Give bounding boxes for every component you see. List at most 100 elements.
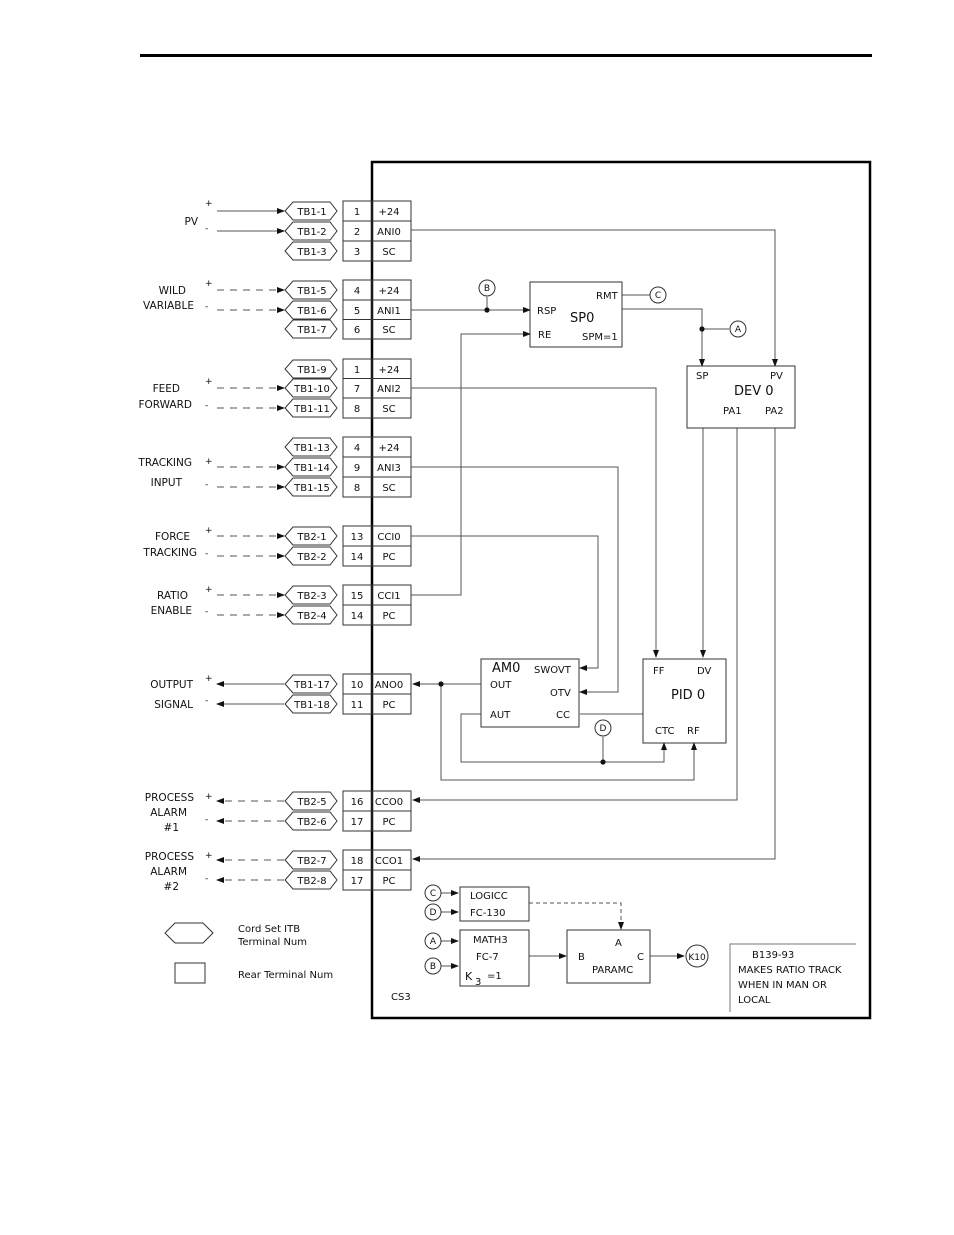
itb-terminal-label: TB1-9 [296, 365, 326, 376]
controller-frame [370, 160, 872, 1020]
dev0-pa1-port: PA1 [723, 406, 742, 417]
terminal-function-label: PC [382, 876, 395, 887]
math3-fc: FC-7 [476, 952, 499, 963]
rear-terminal-label: 1 [354, 207, 360, 218]
itb-terminal-hex [284, 300, 338, 320]
itb-terminal-label: TB1-2 [296, 227, 326, 238]
rear-terminal-label: 1 [354, 365, 360, 376]
logicc-label: LOGICC [470, 891, 508, 902]
itb-terminal-label: TB1-10 [293, 384, 330, 395]
itb-terminal-label: TB2-7 [296, 856, 326, 867]
rear-terminal-label: 4 [354, 286, 360, 297]
pid0-rf-port: RF [687, 726, 700, 737]
terminal-function-label: CCO1 [375, 856, 403, 867]
terminal-function-label: SC [382, 404, 395, 415]
itb-terminal-hex [284, 437, 338, 457]
am0-block: AM0 SWOVT OUT OTV AUT CC [480, 658, 580, 728]
terminal-function-label: PC [382, 552, 395, 563]
rear-terminal-group [342, 200, 412, 262]
terminal-function-label: CCO0 [375, 797, 403, 808]
connector-a-math: A [424, 932, 442, 950]
itb-terminal-label: TB2-4 [296, 611, 326, 622]
itb-terminal-label: TB1-3 [296, 247, 326, 258]
ratio-enable-label-1: RATIO [157, 590, 188, 602]
alarm2-plus: + [205, 851, 213, 861]
terminal-function-label: SC [382, 483, 395, 494]
pid0-dv-port: DV [697, 666, 712, 677]
math3-k: K [465, 970, 473, 983]
rear-terminal-group [342, 525, 412, 567]
rear-terminal-label: 14 [351, 552, 364, 563]
logicc-block: LOGICC FC-130 [459, 886, 530, 922]
itb-terminal-label: TB1-13 [293, 443, 330, 454]
connector-c-top: C [649, 286, 667, 304]
note-line-3: WHEN IN MAN OR [738, 980, 827, 991]
alarm2-label-2: ALARM [150, 866, 187, 878]
field-wires [216, 208, 285, 883]
note-line-2: MAKES RATIO TRACK [738, 965, 842, 976]
dev0-name: DEV 0 [734, 384, 774, 399]
am0-swovt-port: SWOVT [534, 665, 572, 676]
terminal-function-label: SC [382, 247, 395, 258]
itb-terminal-hex [284, 694, 338, 714]
itb-terminal-hex [284, 221, 338, 241]
legend-itb-symbol [164, 922, 214, 944]
itb-terminal-hex [284, 546, 338, 566]
rear-terminal-label: 16 [351, 797, 364, 808]
sp0-re-port: RE [538, 330, 551, 341]
itb-terminal-label: TB1-1 [296, 207, 326, 218]
rear-terminal-label: 10 [351, 680, 364, 691]
pid0-name: PID 0 [671, 688, 705, 703]
feed-minus: - [205, 401, 208, 411]
tracking-input-label-2: INPUT [151, 477, 183, 489]
alarm2-label-1: PROCESS [145, 851, 195, 863]
rear-terminal-label: 9 [354, 463, 360, 474]
itb-terminal-hex [284, 605, 338, 625]
alarm1-minus: - [205, 815, 208, 825]
paramc-block: A B C PARAMC [566, 929, 651, 984]
pv-plus: + [205, 199, 213, 209]
note-line-4: LOCAL [738, 995, 771, 1006]
alarm2-label-3: #2 [164, 881, 179, 893]
terminal-function-label: PC [382, 611, 395, 622]
wild-minus: - [205, 302, 208, 312]
rear-terminal-label: 17 [351, 876, 364, 887]
am0-otv-port: OTV [550, 688, 571, 699]
am0-cc-port: CC [556, 710, 570, 721]
connector-k10: K10 [685, 944, 709, 968]
connector-d-logic: D [424, 903, 442, 921]
pv-label: PV [184, 216, 198, 228]
field-signal-labels: PV WILD VARIABLE FEED FORWARD TRACKING I… [137, 216, 198, 893]
terminal-function-label: ANO0 [375, 680, 404, 691]
itb-terminal-hex [284, 280, 338, 300]
connector-b-top: B [478, 279, 496, 297]
ratio-plus: + [205, 585, 213, 595]
junction-dots [438, 307, 705, 765]
rear-terminal-label: 5 [354, 306, 360, 317]
legend-rear-label: Rear Terminal Num [238, 970, 333, 981]
am0-out-port: OUT [490, 680, 512, 691]
header-rule [140, 54, 872, 57]
paramc-b-port: B [578, 952, 585, 963]
force-tracking-label-1: FORCE [155, 531, 190, 543]
sp0-rsp-port: RSP [537, 306, 556, 317]
legend: Cord Set ITB Terminal Num Rear Terminal … [164, 922, 333, 984]
itb-terminal-hex [284, 359, 338, 379]
rear-terminal-label: 11 [351, 700, 364, 711]
note-line-1: B139-93 [752, 950, 794, 961]
itb-terminal-hex [284, 791, 338, 811]
connectors: B C A D C D A B [424, 279, 747, 975]
paramc-c-port: C [637, 952, 644, 963]
force-tracking-label-2: TRACKING [142, 547, 197, 559]
